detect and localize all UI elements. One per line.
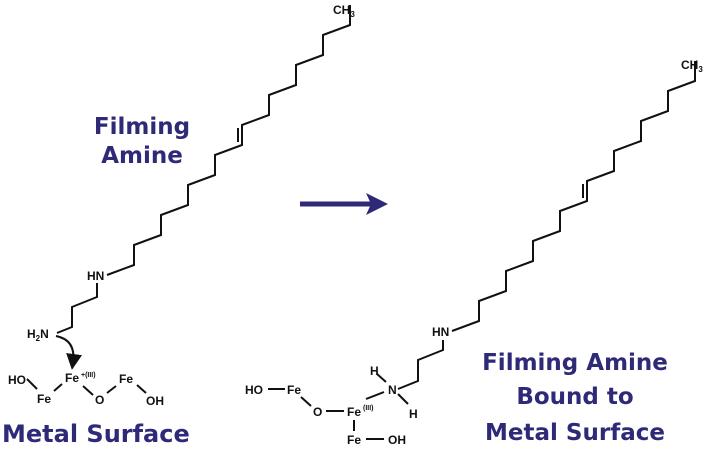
left-alkyl-chain (106, 5, 351, 276)
right-molecule: CH3 HN N H H HO Fe O Fe (III) Fe OH (245, 58, 703, 447)
right-arrow-icon (300, 193, 388, 215)
left-fe2-label: Fe (119, 372, 133, 386)
right-oh-label: OH (388, 433, 406, 447)
bond (53, 383, 63, 392)
bond (300, 396, 312, 407)
right-n-label: N (388, 383, 397, 397)
right-fe-center-label: Fe (347, 405, 361, 419)
bond (376, 373, 387, 383)
right-title-line3: Metal Surface (485, 420, 665, 446)
right-propyl-linker (397, 340, 444, 390)
left-fe-charge: +(III) (81, 372, 96, 379)
bond (136, 384, 147, 394)
left-hn-label: HN (87, 269, 104, 283)
right-ho-label: HO (245, 383, 263, 397)
bond (26, 378, 38, 390)
left-ch3-label: CH3 (333, 3, 355, 19)
right-alkyl-chain (451, 61, 696, 332)
bond (397, 393, 409, 405)
right-title-line2: Bound to (516, 384, 633, 410)
bond (82, 385, 94, 396)
right-ch3-label: CH3 (681, 58, 703, 74)
left-title-line2: Amine (101, 143, 183, 169)
right-fe2-label: Fe (347, 433, 361, 447)
left-fe-center-label: Fe (65, 371, 79, 385)
left-title-line1: Filming (94, 114, 190, 140)
right-h-top-label: H (370, 364, 379, 378)
left-o-label: O (95, 393, 104, 407)
left-fe1-label: Fe (37, 392, 51, 406)
left-molecule: CH3 HN H2N HO Fe Fe +(III) O Fe OH (8, 3, 355, 408)
right-hn-label: HN (432, 325, 449, 339)
bond (106, 385, 117, 394)
coordination-bond (365, 391, 385, 400)
right-h-bottom-label: H (409, 407, 418, 421)
left-propyl-linker (56, 283, 98, 334)
left-oh-label: OH (146, 394, 164, 408)
left-surface-label: Metal Surface (2, 420, 190, 448)
nucleophilic-attack-arrow (55, 335, 83, 370)
right-fe1-label: Fe (287, 383, 301, 397)
right-o-label: O (313, 405, 322, 419)
right-fe-charge: (III) (363, 405, 374, 412)
left-ho-label: HO (8, 373, 26, 387)
left-h2n-label: H2N (27, 327, 49, 343)
right-title-line1: Filming Amine (482, 350, 668, 376)
